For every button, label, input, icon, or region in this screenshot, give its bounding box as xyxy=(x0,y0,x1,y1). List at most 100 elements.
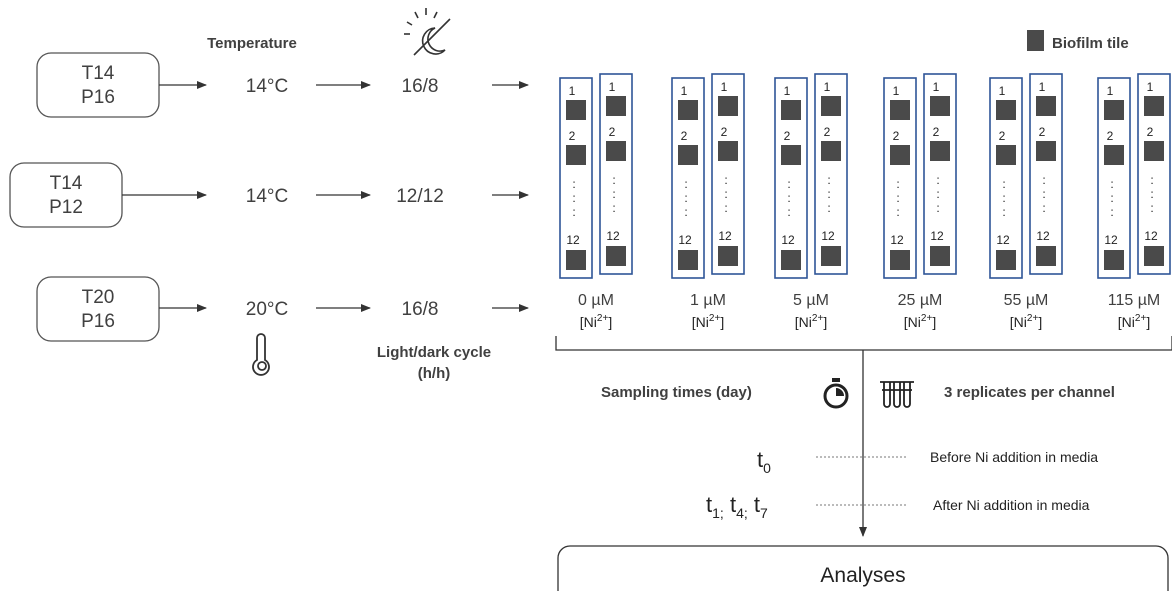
ellipsis-dot: : xyxy=(1110,191,1113,205)
tile-label: 12 xyxy=(821,229,835,243)
tile-label: 12 xyxy=(781,233,795,247)
replicates-label: 3 replicates per channel xyxy=(944,384,1115,401)
condition-label-line1: T14 xyxy=(50,173,83,194)
ellipsis-dot: : xyxy=(572,191,575,205)
tile-label: 2 xyxy=(1039,125,1046,139)
analyses-box xyxy=(557,545,1169,591)
tile-label: 1 xyxy=(933,80,940,94)
sampling-label: Sampling times (day) xyxy=(601,384,752,401)
channel-column xyxy=(559,77,593,279)
ellipsis-dot: : xyxy=(612,187,615,201)
biofilm-tile xyxy=(890,250,910,270)
test-tubes-icon xyxy=(880,381,914,408)
sun-moon-icon xyxy=(404,8,451,56)
condition-label-line2: P16 xyxy=(81,311,115,332)
concentration-label: 0 µM xyxy=(578,292,614,309)
tile-label: 2 xyxy=(1107,129,1114,143)
temperature-value: 14°C xyxy=(246,186,288,207)
ellipsis-dot: : xyxy=(572,177,575,191)
biofilm-tile xyxy=(890,145,910,165)
tile-label: 1 xyxy=(609,80,616,94)
tile-label: 1 xyxy=(681,84,688,98)
legend-label: Biofilm tile xyxy=(1052,35,1129,52)
biofilm-tile xyxy=(781,250,801,270)
biofilm-tile xyxy=(890,100,910,120)
condition-label-line2: P12 xyxy=(49,197,83,218)
ellipsis-dot: : xyxy=(684,177,687,191)
ellipsis-dot: : xyxy=(896,191,899,205)
t1-t4-t7-label: t1; t4; t7 xyxy=(706,492,768,521)
tile-label: 12 xyxy=(1104,233,1118,247)
biofilm-tile xyxy=(781,100,801,120)
concentration-label: 25 µM xyxy=(898,292,943,309)
cycle-header-line1: Light/dark cycle xyxy=(377,344,491,361)
ellipsis-dot: : xyxy=(827,187,830,201)
biofilm-tile xyxy=(821,96,841,116)
condition-row-2: T14 P12 14°C 12/12 xyxy=(9,162,529,228)
biofilm-tile xyxy=(606,96,626,116)
biofilm-tile xyxy=(718,141,738,161)
biofilm-tile xyxy=(1104,100,1124,120)
biofilm-tile xyxy=(996,250,1016,270)
ellipsis-dot: : xyxy=(896,177,899,191)
tile-label: 2 xyxy=(1147,125,1154,139)
cycle-value: 12/12 xyxy=(396,186,444,207)
ellipsis-dot: : xyxy=(612,201,615,215)
tile-label: 1 xyxy=(893,84,900,98)
ellipsis-dot: : xyxy=(1150,173,1153,187)
tile-label: 1 xyxy=(569,84,576,98)
ellipsis-dot: : xyxy=(787,177,790,191)
ellipsis-dot: : xyxy=(724,187,727,201)
biofilm-tile xyxy=(566,100,586,120)
ellipsis-dot: : xyxy=(1110,177,1113,191)
concentration-label: 115 µM xyxy=(1108,292,1161,309)
biofilm-tile xyxy=(821,246,841,266)
biofilm-tile xyxy=(678,100,698,120)
biofilm-tile xyxy=(1144,96,1164,116)
concentration-label: 1 µM xyxy=(690,292,726,309)
tile-label: 12 xyxy=(1036,229,1050,243)
cycle-header-line2: (h/h) xyxy=(418,365,450,382)
cycle-value: 16/8 xyxy=(402,299,439,320)
before-label: Before Ni addition in media xyxy=(930,449,1098,465)
ellipsis-dot: : xyxy=(787,191,790,205)
tile-label: 2 xyxy=(569,129,576,143)
analyses-label: Analyses xyxy=(820,564,905,587)
biofilm-tile xyxy=(1104,250,1124,270)
ellipsis-dot: : xyxy=(936,201,939,215)
legend-tile-swatch xyxy=(1027,30,1044,51)
ellipsis-dot: : xyxy=(612,173,615,187)
biofilm-tile xyxy=(930,141,950,161)
tile-label: 2 xyxy=(681,129,688,143)
biofilm-tile xyxy=(1144,141,1164,161)
concentration-label: 55 µM xyxy=(1004,292,1049,309)
temperature-value: 20°C xyxy=(246,299,288,320)
tile-label: 12 xyxy=(1144,229,1158,243)
biofilm-tile xyxy=(996,145,1016,165)
tile-label: 12 xyxy=(890,233,904,247)
ni-label: [Ni2+] xyxy=(580,313,612,330)
tile-label: 12 xyxy=(566,233,580,247)
ni-label: [Ni2+] xyxy=(904,313,936,330)
ellipsis-dot: : xyxy=(724,201,727,215)
condition-box xyxy=(36,276,160,342)
ellipsis-dot: : xyxy=(1110,205,1113,219)
biofilm-tile xyxy=(1036,246,1056,266)
tile-label: 2 xyxy=(721,125,728,139)
tile-label: 12 xyxy=(606,229,620,243)
ellipsis-dot: : xyxy=(827,201,830,215)
ellipsis-dot: : xyxy=(1150,201,1153,215)
condition-label-line1: T14 xyxy=(82,63,115,84)
t0-label: t0 xyxy=(757,447,771,476)
tile-label: 1 xyxy=(1039,80,1046,94)
biofilm-tile xyxy=(996,100,1016,120)
biofilm-tile xyxy=(678,250,698,270)
ellipsis-dot: : xyxy=(936,173,939,187)
ellipsis-dot: : xyxy=(896,205,899,219)
tile-label: 1 xyxy=(999,84,1006,98)
